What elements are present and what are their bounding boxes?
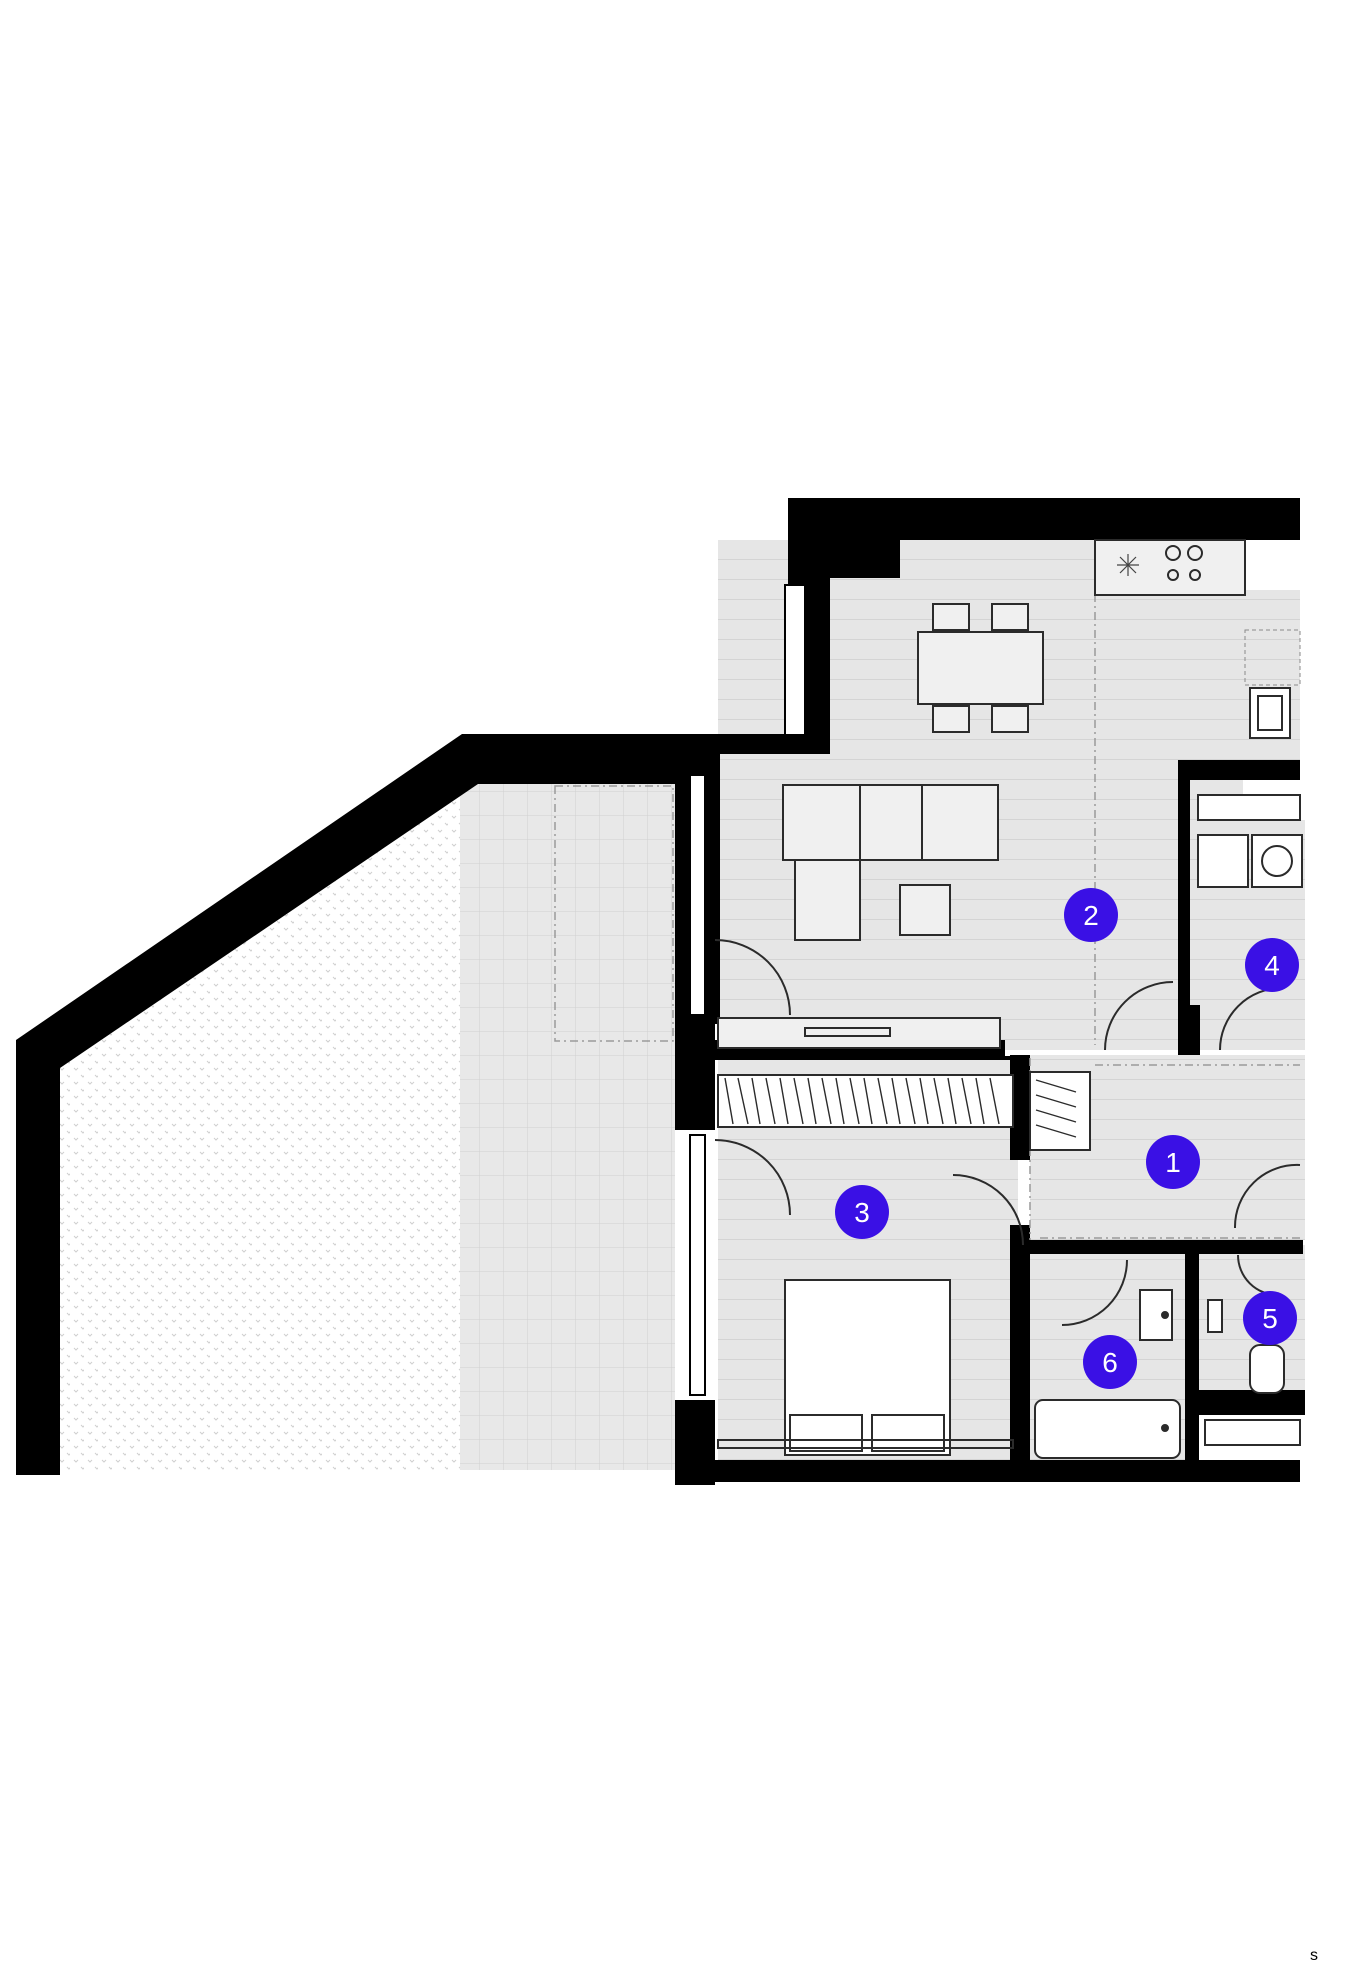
corner-label: s — [1310, 1947, 1318, 1964]
room-badge-5[interactable]: 5 — [1243, 1291, 1297, 1345]
bathroom-fixtures — [1034, 1289, 1301, 1459]
room-number-5: 5 — [1262, 1303, 1278, 1334]
room-number-3: 3 — [854, 1197, 870, 1228]
room-badge-3[interactable]: 3 — [835, 1185, 889, 1239]
dining-set — [917, 603, 1044, 733]
terrace-outline — [554, 785, 674, 1042]
room-number-2: 2 — [1083, 900, 1099, 931]
room-badges: 1 2 3 4 5 6 — [835, 888, 1299, 1389]
windows — [689, 584, 806, 1396]
garden-area — [60, 785, 460, 1470]
kitchen — [1094, 539, 1291, 739]
snowflake-icon — [1117, 554, 1139, 576]
dishwasher-outline — [1244, 629, 1301, 686]
walls — [16, 498, 1305, 1485]
bed — [717, 1279, 1014, 1456]
room-badge-1[interactable]: 1 — [1146, 1135, 1200, 1189]
room-number-1: 1 — [1165, 1147, 1181, 1178]
room-badge-4[interactable]: 4 — [1245, 938, 1299, 992]
room-badge-2[interactable]: 2 — [1064, 888, 1118, 942]
stair-hatch — [1029, 1071, 1091, 1151]
wardrobe — [717, 1074, 1014, 1128]
living-furniture — [717, 784, 1001, 1049]
terrace-area — [460, 782, 675, 1470]
doors — [714, 939, 1301, 1326]
room-badge-6[interactable]: 6 — [1083, 1335, 1137, 1389]
room-number-4: 4 — [1264, 950, 1280, 981]
room-number-6: 6 — [1102, 1347, 1118, 1378]
laundry-machines — [1197, 794, 1303, 888]
